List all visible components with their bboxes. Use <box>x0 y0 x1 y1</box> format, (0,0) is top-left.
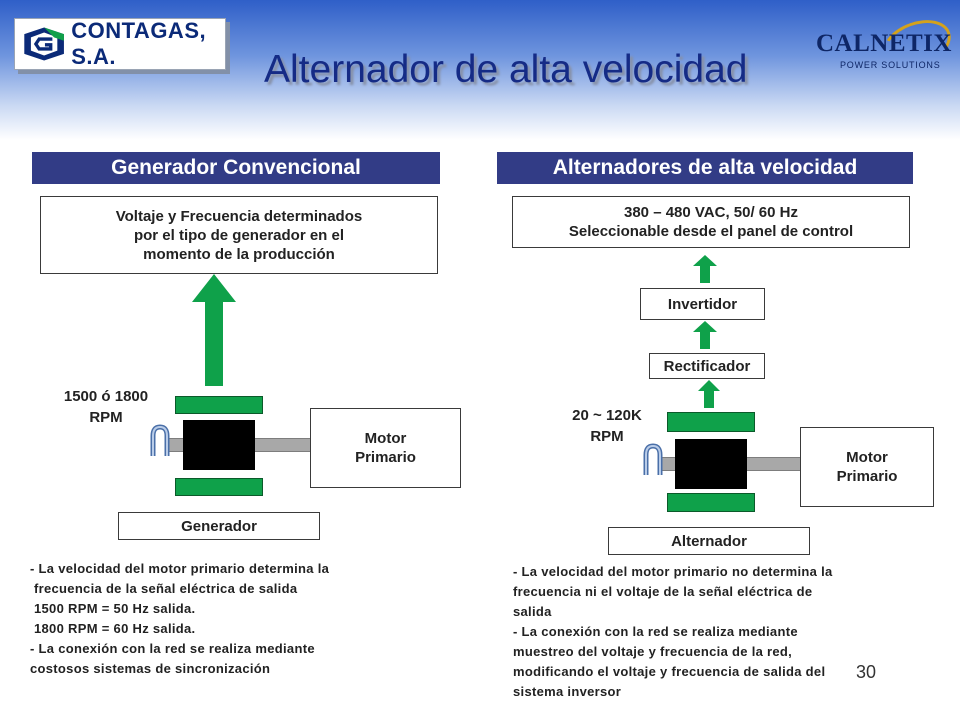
right-coupling-icon <box>643 443 663 475</box>
left-section-header: Generador Convencional <box>32 152 440 184</box>
note-line: - La velocidad del motor primario determ… <box>30 561 330 576</box>
right-stator-bottom <box>667 493 755 512</box>
inverter-box: Invertidor <box>640 288 765 320</box>
calnetix-logo-text: CALNETIX <box>816 30 952 57</box>
arrow-to-inverter-icon <box>693 321 717 349</box>
right-output-line: 380 – 480 VAC, 50/ 60 Hz <box>624 204 798 221</box>
page-number: 30 <box>856 662 877 682</box>
calnetix-logo: CALNETIX POWER SOLUTIONS <box>810 11 958 78</box>
contagas-logo: CONTAGAS, S.A. <box>14 18 226 70</box>
alternator-label: Alternador <box>608 527 810 555</box>
note-line: - La conexión con la red se realiza medi… <box>30 641 315 656</box>
contagas-emblem-icon <box>24 27 64 61</box>
left-output-arrow-icon <box>192 274 236 386</box>
note-line: salida <box>513 604 552 619</box>
left-motor-box: Motor Primario <box>310 408 461 488</box>
arrow-to-output-icon <box>693 255 717 283</box>
left-stator-top <box>175 396 263 414</box>
left-coupling-icon <box>150 424 170 456</box>
arrow-to-rectifier-icon <box>698 380 720 408</box>
page-title: Alternador de alta velocidad <box>264 48 748 91</box>
right-stator-top <box>667 412 755 432</box>
left-speed-label: 1500 ó 1800 RPM <box>63 388 149 426</box>
note-line: - La velocidad del motor primario no det… <box>513 564 833 579</box>
left-notes: - La velocidad del motor primario determ… <box>30 559 329 679</box>
note-line: costosos sistemas de sincronización <box>30 661 271 676</box>
left-output-line: por el tipo de generador en el <box>133 226 345 244</box>
right-output-line: Seleccionable desde el panel de control <box>568 223 854 240</box>
left-output-box: Voltaje y Frecuencia determinados por el… <box>40 196 438 274</box>
right-notes: - La velocidad del motor primario no det… <box>513 562 833 702</box>
calnetix-logo-subtext: POWER SOLUTIONS <box>840 60 941 70</box>
note-line: sistema inversor <box>513 684 622 699</box>
rectifier-box: Rectificador <box>649 353 765 379</box>
note-line: frecuencia de la señal eléctrica de sali… <box>34 581 298 596</box>
right-rotor <box>675 439 747 489</box>
left-rotor <box>183 420 255 470</box>
left-output-line: momento de la producción <box>143 245 335 263</box>
left-generator-label: Generador <box>118 512 320 540</box>
left-output-line: Voltaje y Frecuencia determinados <box>115 207 363 225</box>
right-speed-label: 20 ~ 120K RPM <box>572 407 642 445</box>
note-line: muestreo del voltaje y frecuencia de la … <box>513 644 793 659</box>
note-line: 1800 RPM = 60 Hz salida. <box>34 621 196 636</box>
left-stator-bottom <box>175 478 263 496</box>
note-line: modificando el voltaje y frecuencia de s… <box>513 664 826 679</box>
note-line: - La conexión con la red se realiza medi… <box>513 624 798 639</box>
contagas-logo-text: CONTAGAS, S.A. <box>71 18 207 69</box>
right-output-box: 380 – 480 VAC, 50/ 60 Hz Seleccionable d… <box>512 196 910 248</box>
right-motor-box: Motor Primario <box>800 427 934 507</box>
right-section-header: Alternadores de alta velocidad <box>497 152 913 184</box>
note-line: 1500 RPM = 50 Hz salida. <box>34 601 196 616</box>
note-line: frecuencia ni el voltaje de la señal elé… <box>513 584 813 599</box>
